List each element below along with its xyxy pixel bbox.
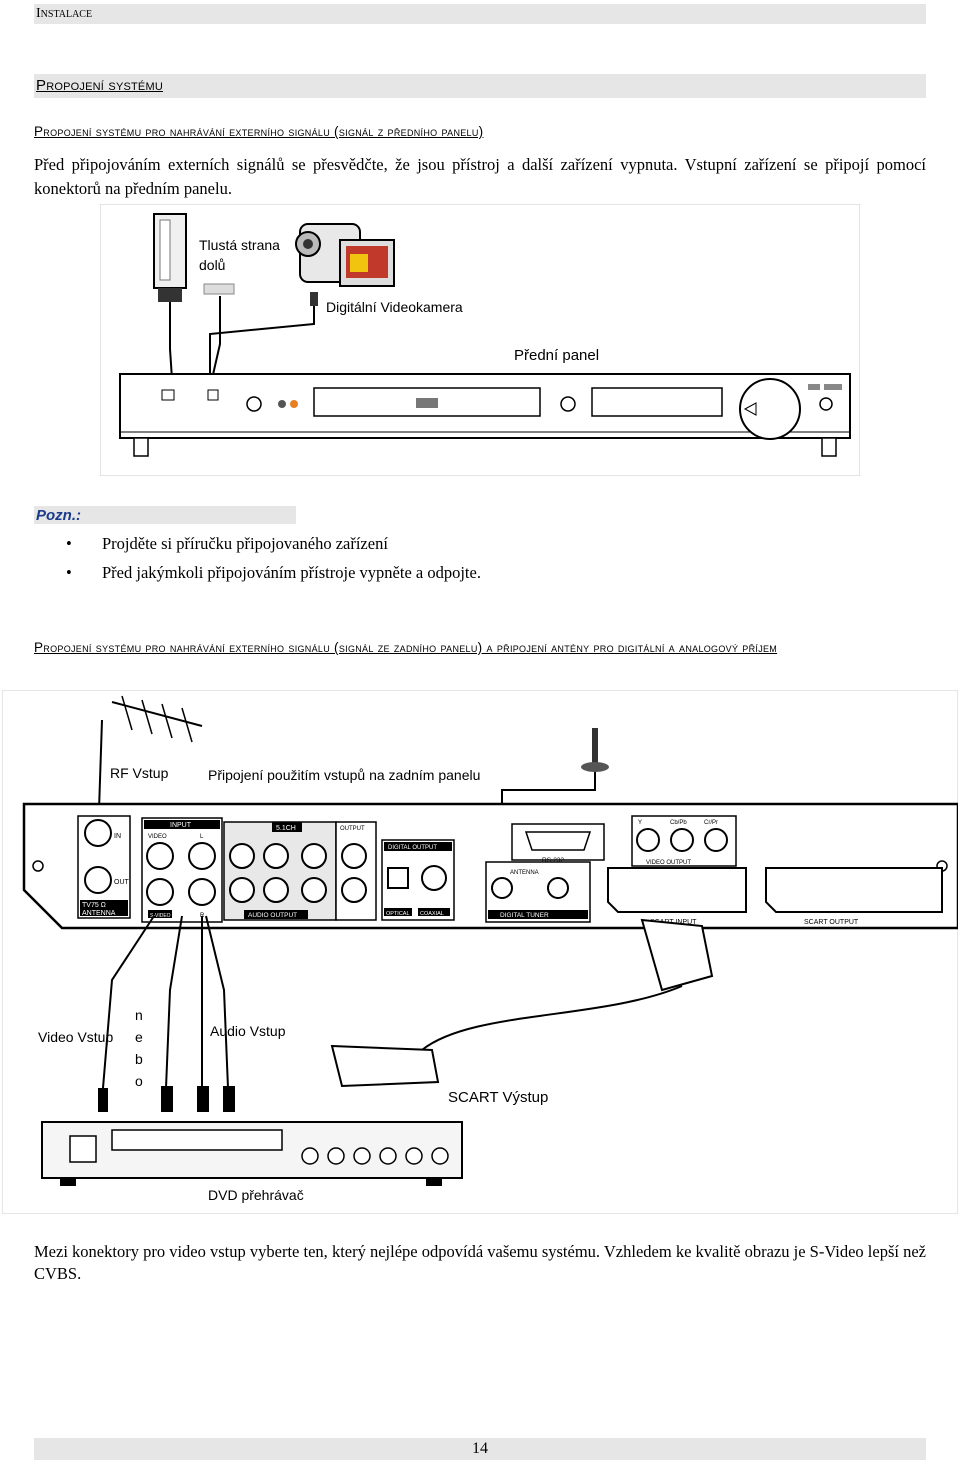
label-rs232: RS-232 — [542, 857, 564, 864]
label-antenna-tuner: ANTENNA — [510, 870, 539, 876]
label-input: INPUT — [170, 822, 192, 829]
label-digital-tuner: DIGITAL TUNER — [500, 912, 549, 919]
label-video-output: VIDEO OUTPUT — [646, 860, 691, 866]
label-crpr: Cr/Pr — [704, 820, 718, 826]
label-svideo: S-VIDEO — [150, 913, 171, 919]
section-title-bar: Propojení systému — [34, 74, 926, 98]
label-or-o: o — [135, 1073, 143, 1089]
page-number: 14 — [472, 1440, 488, 1457]
label-scart-out: SCART Výstup — [448, 1089, 548, 1106]
label-or-b: b — [135, 1051, 143, 1067]
label-or-e: e — [135, 1029, 143, 1045]
label-rear-panel: Připojení použitím vstupů na zadním pane… — [208, 767, 480, 783]
note-item-text: Před jakýmkoli připojováním přístroje vy… — [102, 563, 481, 582]
chapter-title: Instalace — [36, 6, 93, 21]
paragraph-video-input: Mezi konektory pro video vstup vyberte t… — [34, 1242, 926, 1283]
label-rf-input: RF Vstup — [110, 765, 169, 781]
rear-panel-diagram: RF Vstup Připojení použitím vstupů na za… — [2, 690, 958, 1214]
note-item: • Před jakýmkoli připojováním přístroje v… — [60, 560, 481, 589]
bullet-icon: • — [66, 563, 72, 582]
subsection-title-rear: Propojení systému pro nahrávání externíh… — [34, 640, 778, 655]
paragraph-front-panel: Před připojováním externích signálů se p… — [34, 155, 926, 198]
videocamera-icon — [295, 223, 395, 306]
dvd-rear-panel: IN OUT TV75 Ω ANTENNA INPUT VIDEO S-VIDE… — [22, 802, 958, 930]
label-optical: OPTICAL — [386, 911, 410, 917]
label-l: L — [200, 834, 204, 840]
note-item-text: Projděte si příručku připojovaného zaříz… — [102, 534, 388, 553]
label-audio-output: AUDIO OUTPUT — [248, 912, 297, 919]
label-video: VIDEO — [148, 834, 167, 840]
note-list: • Projděte si příručku připojovaného zaří… — [60, 531, 481, 589]
note-bar: Pozn.: — [34, 506, 296, 524]
label-cbpb: Cb/Pb — [670, 820, 687, 826]
label-usb-line1: Tlustá strana — [199, 237, 280, 253]
bullet-icon: • — [66, 534, 72, 553]
note-label: Pozn.: — [36, 507, 81, 524]
dvd-front-panel — [119, 373, 851, 457]
label-video-input: Video Vstup — [38, 1029, 113, 1045]
label-5-1ch: 5.1CH — [276, 825, 296, 832]
label-scart-output: SCART OUTPUT — [804, 919, 859, 926]
label-dvd-player: DVD přehrávač — [208, 1187, 304, 1203]
label-audio-input: Audio Vstup — [210, 1023, 286, 1039]
note-item: • Projděte si příručku připojovaného zaří… — [60, 531, 481, 560]
dvd-player-icon — [41, 1121, 463, 1186]
label-output: OUTPUT — [340, 826, 365, 832]
subsection-title-front: Propojení systému pro nahrávání externíh… — [34, 124, 484, 139]
label-videocamera: Digitální Videokamera — [326, 299, 463, 315]
page-footer: 14 — [34, 1438, 926, 1460]
front-panel-diagram: Tlustá strana dolů Digitální Videokamera… — [100, 204, 860, 476]
label-front-panel: Přední panel — [514, 347, 599, 364]
label-y: Y — [638, 820, 642, 826]
label-out: OUT — [114, 879, 130, 886]
running-header: Instalace — [34, 4, 926, 24]
label-tv75: TV75 Ω — [82, 902, 106, 909]
label-or-n: n — [135, 1007, 143, 1023]
section-title: Propojení systému — [36, 77, 163, 94]
label-antenna: ANTENNA — [82, 910, 116, 917]
label-coaxial: COAXIAL — [420, 911, 444, 917]
usb-stick-icon — [153, 213, 187, 302]
label-usb-line2: dolů — [199, 257, 225, 273]
scart-cable-icon — [330, 918, 714, 1088]
label-digital-output: DIGITAL OUTPUT — [388, 845, 437, 851]
label-in: IN — [114, 833, 121, 840]
